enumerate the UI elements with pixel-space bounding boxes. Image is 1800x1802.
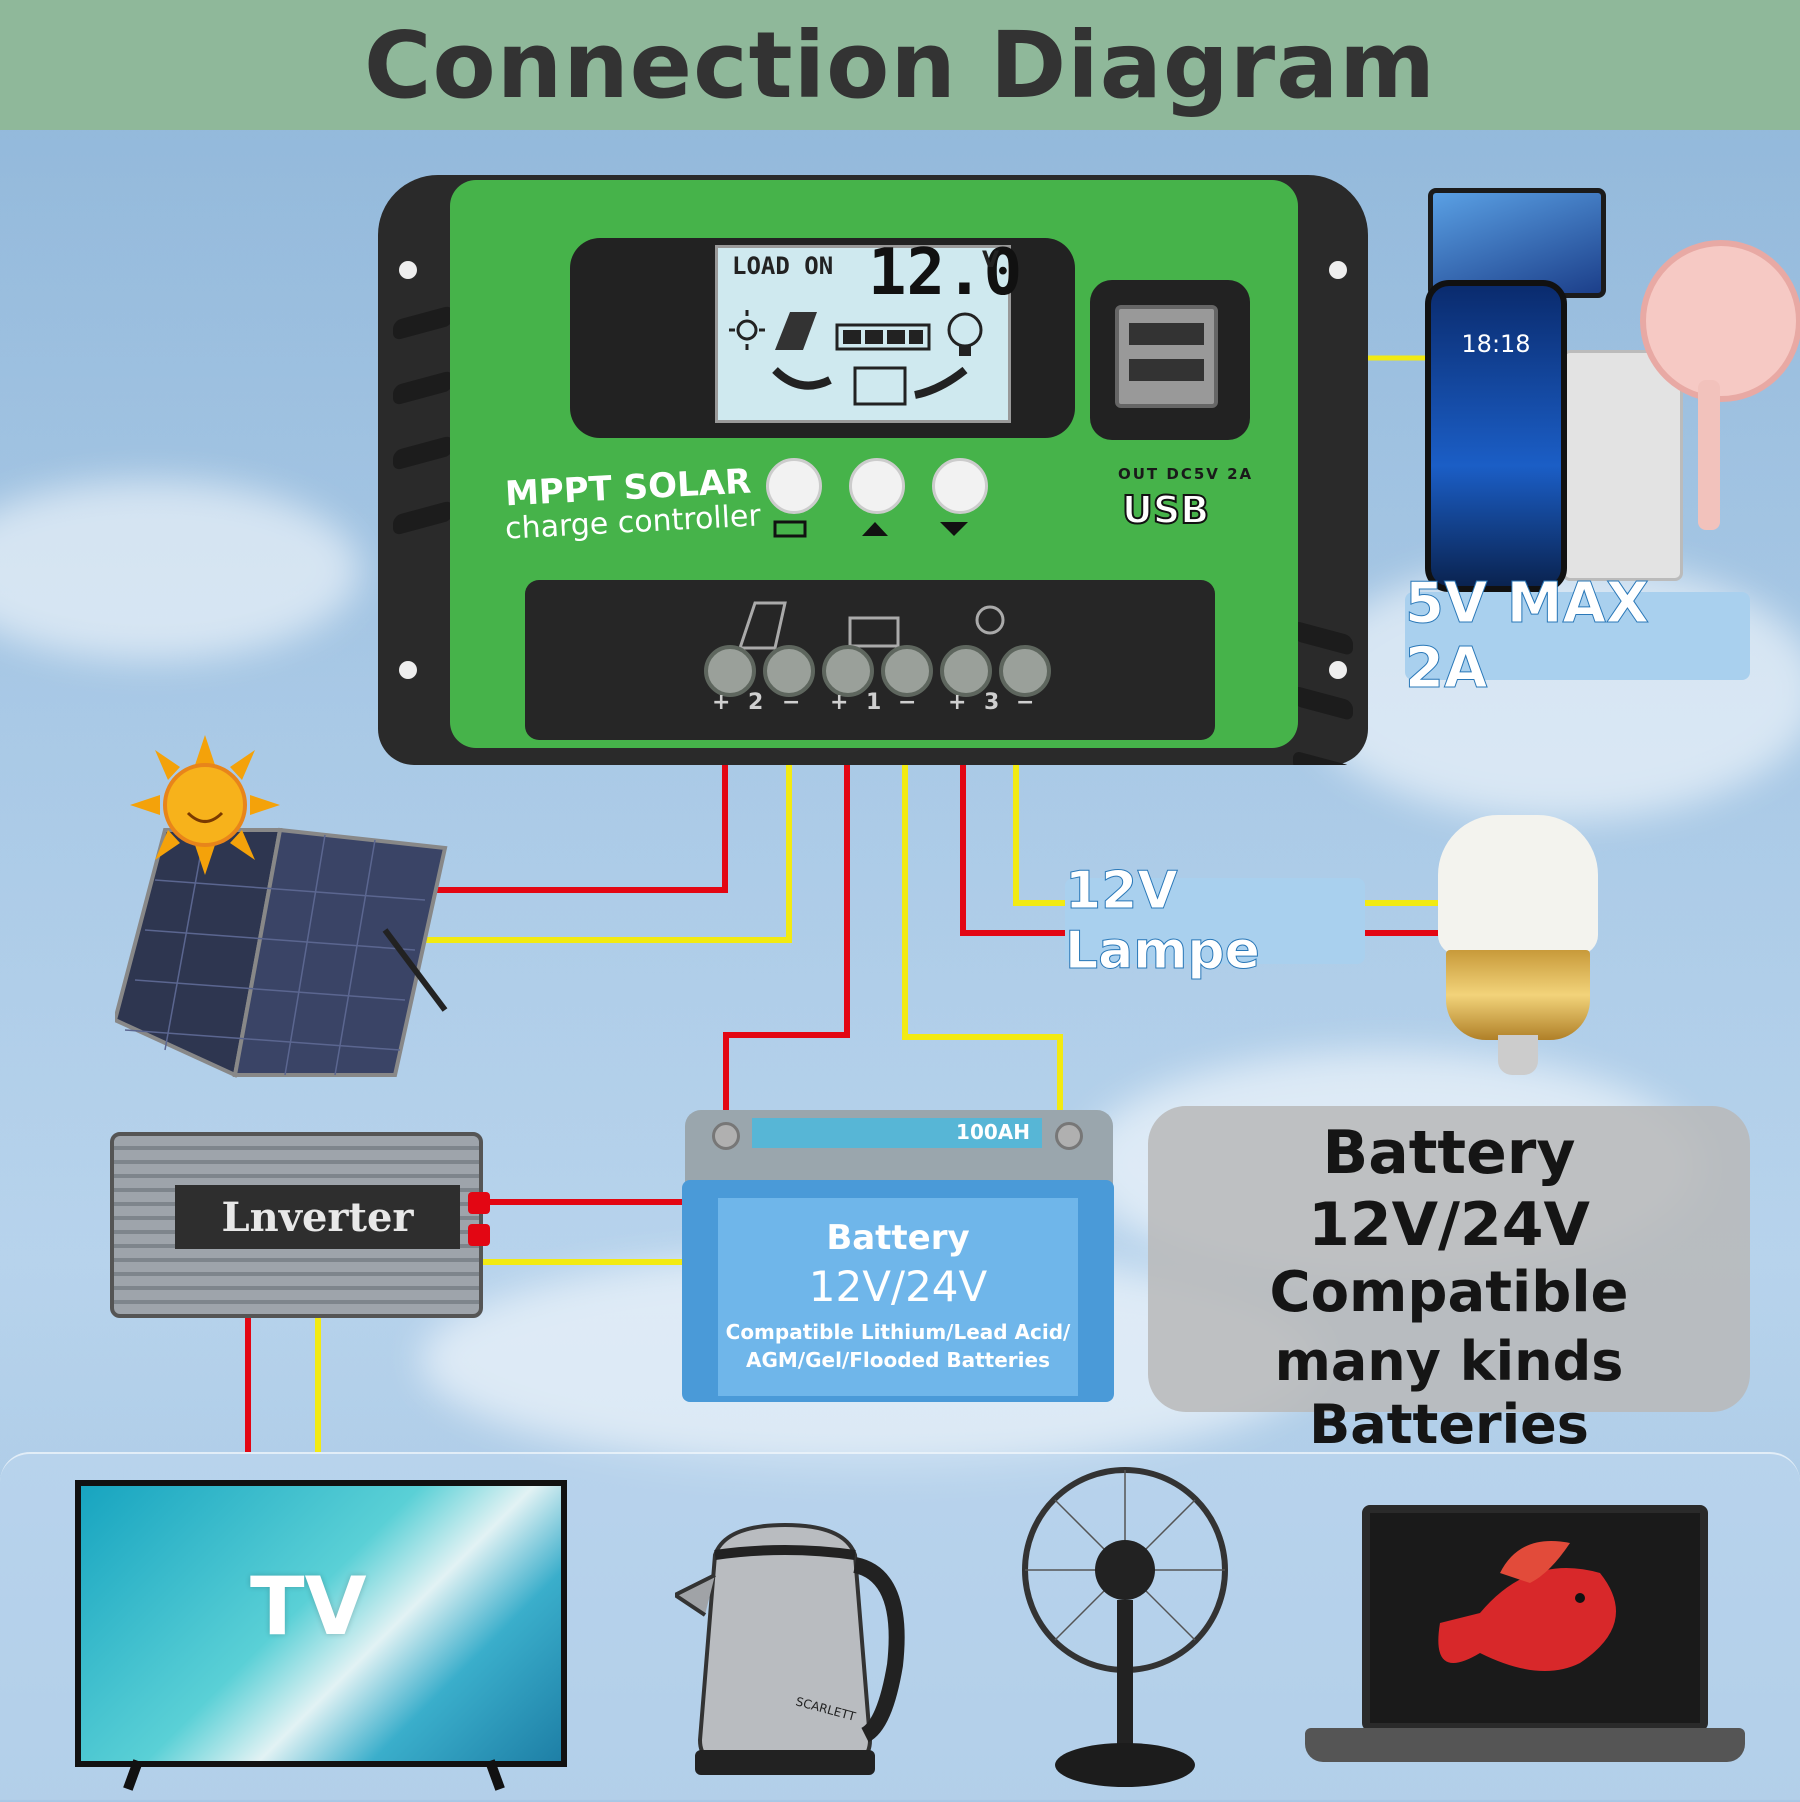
terminal-battery-negative[interactable] xyxy=(881,645,933,697)
battery-face-icon xyxy=(853,366,907,406)
solar-panel-icon xyxy=(775,312,817,350)
up-button[interactable] xyxy=(849,458,905,514)
menu-icon xyxy=(773,520,807,538)
usb-callout-box xyxy=(1405,592,1750,680)
battery-capacity: 100AH xyxy=(956,1120,1030,1144)
sun-icon xyxy=(729,310,765,350)
inverter-terminal-negative xyxy=(468,1224,490,1246)
bulb-icon xyxy=(947,312,983,356)
bulb-icon xyxy=(975,605,1005,635)
battery-lid-label: 100AH xyxy=(752,1118,1042,1148)
phone-time: 18:18 xyxy=(1461,330,1531,358)
tv-image xyxy=(75,1480,567,1767)
battery-compat-2: AGM/Gel/Flooded Batteries xyxy=(745,1348,1050,1372)
terminal-label: − xyxy=(782,690,801,715)
title-bar xyxy=(0,0,1800,130)
page-title: Connection Diagram xyxy=(363,11,1437,119)
up-arrow-icon xyxy=(862,522,888,536)
terminal-label: + xyxy=(948,690,967,715)
terminal-solar-positive[interactable] xyxy=(704,645,756,697)
fan-image xyxy=(1022,1467,1228,1787)
inverter-label: Lnverter xyxy=(221,1193,414,1241)
inverter-label-band xyxy=(175,1185,460,1249)
battery-terminal-positive xyxy=(712,1122,740,1150)
led-bulb-base xyxy=(1446,950,1590,1040)
lcd-status: LOAD ON xyxy=(732,252,834,280)
battery-compat-1: Compatible Lithium/Lead Acid/ xyxy=(725,1320,1071,1344)
terminal-label: − xyxy=(898,690,917,715)
smartphone-image xyxy=(1425,280,1567,592)
power-bank-image xyxy=(1562,350,1683,581)
terminal-icons xyxy=(737,601,1005,650)
led-bulb-image xyxy=(1438,815,1598,955)
lcd-display xyxy=(715,245,1011,423)
terminal-label: + xyxy=(712,690,731,715)
controller-vents xyxy=(393,261,1353,765)
battery-info-card xyxy=(1148,1106,1750,1412)
battery-label xyxy=(718,1198,1078,1396)
tv-label: TV xyxy=(250,1560,367,1653)
down-button[interactable] xyxy=(932,458,988,514)
battery-terminal-negative xyxy=(1055,1122,1083,1150)
arrow-right-icon xyxy=(772,367,832,390)
wire-battery-negative xyxy=(902,745,1063,1115)
wire-solar-negative xyxy=(425,755,792,943)
button-icons xyxy=(773,520,968,538)
mini-fan-image xyxy=(1640,240,1800,402)
lcd-voltage: 12.0 xyxy=(868,236,1023,310)
betta-fish-icon xyxy=(1438,1541,1616,1671)
wire-battery-positive xyxy=(723,745,850,1115)
battery-voltage: 12V/24V xyxy=(808,1262,988,1311)
usb-logo: USB xyxy=(1121,487,1210,533)
terminal-label: + xyxy=(830,690,849,715)
solar-panel-image xyxy=(115,827,448,1078)
arrow-up-icon xyxy=(914,366,968,399)
wire-solar-positive xyxy=(425,745,728,893)
terminal-solar-negative[interactable] xyxy=(763,645,815,697)
terminal-label: 1 xyxy=(866,690,882,715)
usb-port[interactable] xyxy=(1115,305,1218,408)
terminal-label: 2 xyxy=(748,690,764,715)
terminal-label: 3 xyxy=(984,690,1000,715)
down-arrow-icon xyxy=(940,522,968,536)
solar-panel-icon xyxy=(737,601,787,650)
battery-icon xyxy=(848,616,900,648)
usb-callout: 5V MAX 2A xyxy=(1405,571,1650,702)
cloud xyxy=(0,480,360,660)
terminal-load-negative[interactable] xyxy=(999,645,1051,697)
laptop-image xyxy=(1362,1505,1708,1731)
led-bulb-screw xyxy=(1498,1035,1538,1075)
lamp-callout-box xyxy=(1065,878,1365,964)
laptop-base xyxy=(1305,1728,1745,1762)
sun-icon xyxy=(130,735,280,875)
battery-card-line-4: many kinds Batteries xyxy=(1274,1330,1624,1456)
lcd-icons xyxy=(729,310,983,406)
battery-card-line-3: Compatible xyxy=(1269,1260,1629,1325)
battery-card-line-2: 12V/24V xyxy=(1308,1190,1590,1260)
kettle-image: SCARLETT xyxy=(675,1522,905,1775)
menu-button[interactable] xyxy=(766,458,822,514)
battery-level-icon xyxy=(835,323,931,351)
lamp-callout: 12V Lampe xyxy=(1065,861,1261,982)
mini-fan-handle xyxy=(1698,380,1720,530)
battery-card-line-1: Battery xyxy=(1322,1118,1576,1188)
terminal-label: − xyxy=(1016,690,1035,715)
lcd-unit: V xyxy=(982,248,1000,273)
inverter-terminal-positive xyxy=(468,1192,490,1214)
usb-output-label: OUT DC5V 2A xyxy=(1118,465,1254,483)
battery-title: Battery xyxy=(826,1218,970,1258)
terminal-load-positive[interactable] xyxy=(940,645,992,697)
terminal-battery-positive[interactable] xyxy=(822,645,874,697)
